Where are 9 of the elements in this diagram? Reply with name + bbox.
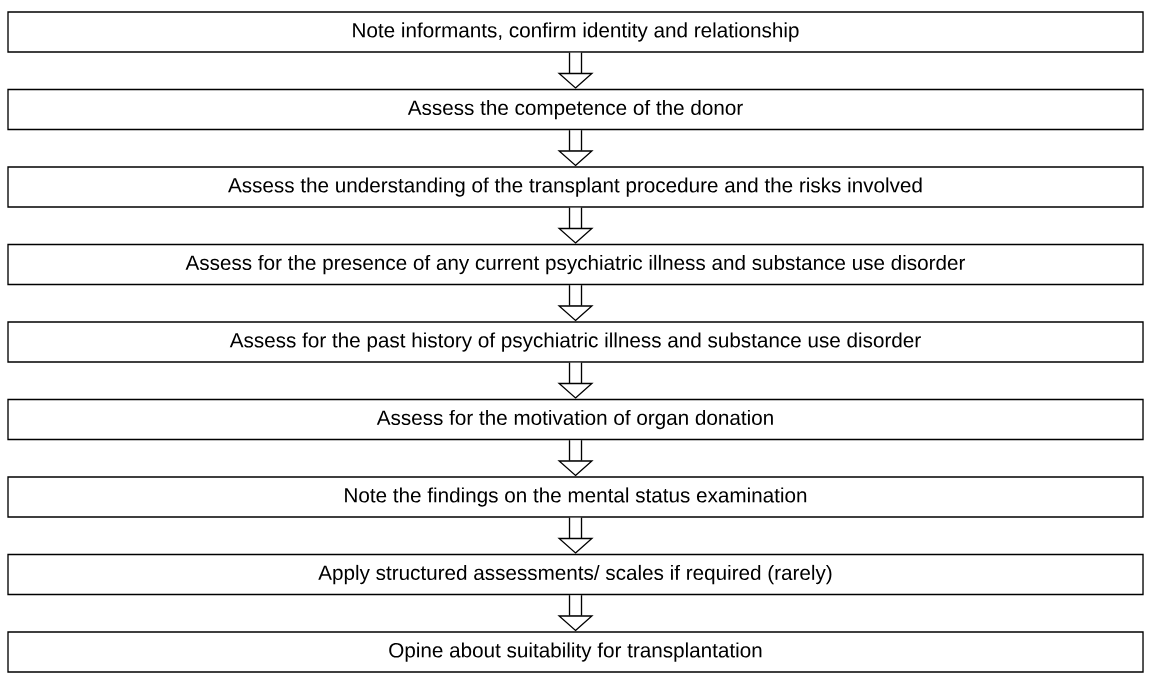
process-box: Assess for the motivation of organ donation	[7, 398, 1144, 441]
process-box: Opine about suitability for transplantation	[7, 631, 1144, 673]
process-box: Assess the understanding of the transplant procedure and the risks involved	[7, 166, 1144, 208]
process-box: Assess for the past history of psychiatric illness and substance use disorder	[7, 321, 1144, 363]
process-box: Assess the competence of the donor	[7, 88, 1144, 131]
process-box: Assess for the presence of any current psychiatric illness and substance use disorder	[7, 243, 1144, 286]
process-box: Note the findings on the mental status examination	[7, 476, 1144, 518]
process-box: Apply structured assessments/ scales if required (rarely)	[7, 553, 1144, 596]
process-box: Note informants, confirm identity and relationship	[7, 11, 1144, 53]
